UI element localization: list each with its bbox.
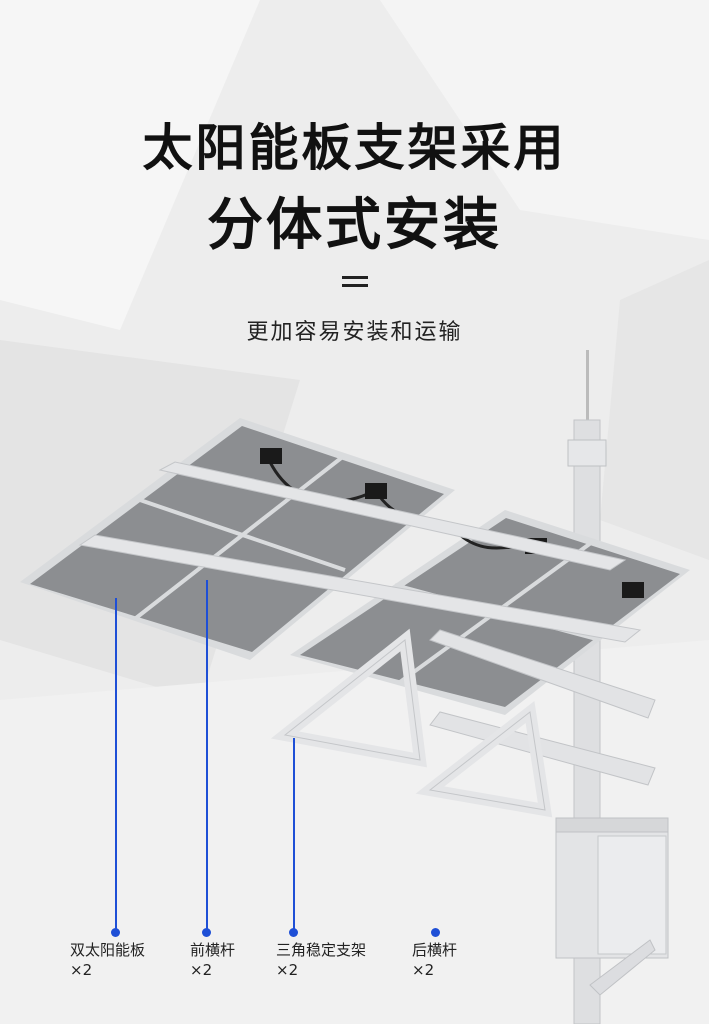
divider-bottom <box>342 284 368 287</box>
front-crossbar-1 <box>78 534 642 643</box>
label-rear-bar: 后横杆 ×2 <box>412 940 457 980</box>
rear-crossbar-2 <box>429 711 656 786</box>
callout-line-triangle <box>293 738 295 932</box>
label-front-bar: 前横杆 ×2 <box>190 940 235 980</box>
label-triangle-bracket-qty: ×2 <box>276 961 299 979</box>
headline-line2: 分体式安装 <box>207 193 502 258</box>
label-front-bar-qty: ×2 <box>190 961 213 979</box>
subtitle: 更加容易安装和运输 <box>246 320 463 345</box>
callout-dot-panels <box>111 928 120 937</box>
label-solar-panels-qty: ×2 <box>70 961 93 979</box>
callout-line-front-bar <box>206 580 208 932</box>
front-crossbar-2 <box>158 461 627 571</box>
headline-line1: 太阳能板支架采用 <box>142 119 567 177</box>
callout-line-panels <box>115 598 117 932</box>
callout-dot-rear-bar <box>431 928 440 937</box>
lightning-rod <box>586 350 589 430</box>
label-solar-panels: 双太阳能板 ×2 <box>70 940 145 980</box>
callout-dot-triangle <box>289 928 298 937</box>
label-triangle-bracket-name: 三角稳定支架 <box>276 941 367 959</box>
callout-dot-front-bar <box>202 928 211 937</box>
rear-crossbar-1 <box>429 629 656 719</box>
divider-top <box>342 276 368 279</box>
label-front-bar-name: 前横杆 <box>190 941 236 959</box>
label-rear-bar-name: 后横杆 <box>412 941 458 959</box>
label-solar-panels-name: 双太阳能板 <box>70 941 146 959</box>
label-triangle-bracket: 三角稳定支架 ×2 <box>276 940 366 980</box>
pole-clamp <box>567 439 607 467</box>
label-rear-bar-qty: ×2 <box>412 961 435 979</box>
